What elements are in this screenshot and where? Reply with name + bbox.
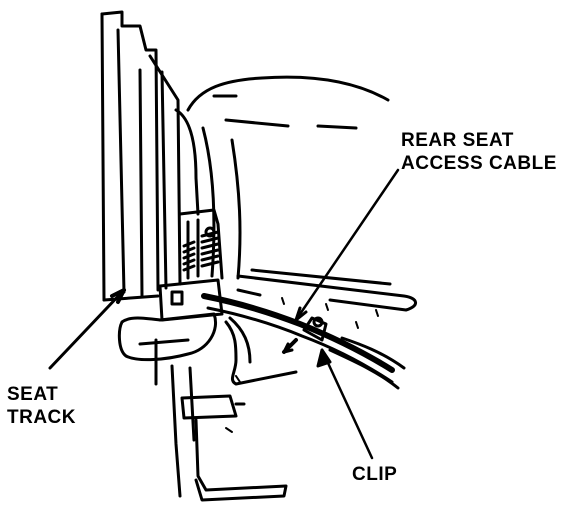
- seat-track-leader-arrow: [48, 288, 126, 370]
- label-line: SEAT: [7, 384, 59, 405]
- seat-back-outline: [186, 75, 417, 312]
- seat-track-rail: [100, 10, 200, 498]
- rear-seat-access-cable-label: REAR SEAT ACCESS CABLE: [401, 129, 557, 175]
- cable-clip: [282, 316, 328, 354]
- label-line: REAR SEAT: [401, 130, 514, 151]
- fastener-marks: [225, 297, 379, 433]
- label-line: CLIP: [352, 464, 398, 485]
- label-line: ACCESS CABLE: [401, 153, 557, 174]
- latch-bracket: [117, 208, 288, 502]
- coil-springs: [182, 226, 220, 272]
- seat-track-label: SEAT TRACK: [7, 383, 76, 429]
- label-line: TRACK: [7, 407, 76, 428]
- clip-label: CLIP: [352, 463, 397, 486]
- rear-seat-access-cable: [201, 293, 406, 390]
- cable-leader-line: [294, 168, 400, 322]
- clip-leader-arrow: [316, 348, 374, 460]
